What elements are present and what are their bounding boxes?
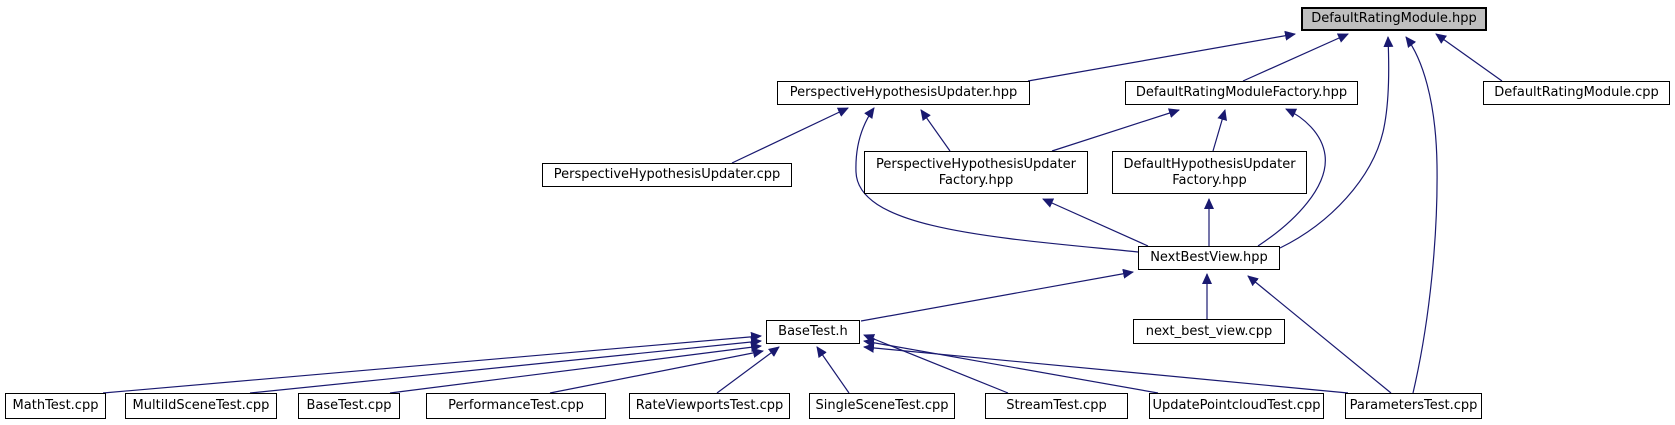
graph-node-UpdatePointcloudTest.cpp[interactable]: UpdatePointcloudTest.cpp: [1149, 393, 1324, 419]
graph-node-label: DefaultHypothesisUpdater: [1123, 156, 1296, 172]
graph-node-label: PerspectiveHypothesisUpdater.hpp: [789, 85, 1018, 100]
edge-PerspectiveHypothesisUpdater.hpp-to-DefaultRatingModule.hpp: [1027, 30, 1296, 82]
edge-SingleSceneTest.cpp-to-BaseTest.h: [816, 346, 850, 394]
edge-ParametersTest.cpp-to-NextBestView.hpp: [1247, 275, 1392, 394]
graph-node-label: NextBestView.hpp: [1150, 250, 1268, 265]
graph-node-label: MultiIdSceneTest.cpp: [132, 398, 270, 413]
graph-node-label: PerspectiveHypothesisUpdater.cpp: [553, 167, 781, 182]
graph-node-DefaultRatingModule.hpp[interactable]: DefaultRatingModule.hpp: [1301, 7, 1487, 31]
graph-node-label: RateViewportsTest.cpp: [635, 398, 784, 413]
edge-ParametersTest.cpp-to-DefaultRatingModule.hpp: [1405, 36, 1438, 394]
graph-node-label: next_best_view.cpp: [1145, 323, 1273, 339]
graph-node-label: Factory.hpp: [1172, 172, 1247, 188]
edge-RateViewportsTest.cpp-to-BaseTest.h: [716, 346, 780, 394]
edge-MultiIdSceneTest.cpp-to-BaseTest.h: [249, 337, 762, 394]
graph-node-label: BaseTest.cpp: [306, 398, 392, 413]
graph-node-label: MathTest.cpp: [12, 398, 99, 413]
edge-NextBestView.hpp-to-DefaultRatingModule.hpp: [1279, 36, 1394, 249]
edge-DefaultRatingModule.cpp-to-DefaultRatingModule.hpp: [1435, 33, 1503, 82]
edge-DefaultHypothesisUpdaterFactory.hpp-to-DefaultRatingModuleFactory.hpp: [1212, 109, 1227, 152]
graph-node-label: Factory.hpp: [938, 172, 1014, 188]
edge-PerspectiveHypothesisUpdaterFactory.hpp-to-DefaultRatingModuleFactory.hpp: [1051, 108, 1180, 152]
graph-node-NextBestView.hpp[interactable]: NextBestView.hpp: [1138, 246, 1280, 270]
graph-node-MathTest.cpp[interactable]: MathTest.cpp: [5, 393, 106, 419]
graph-node-PerspectiveHypothesisUpdater.hpp[interactable]: PerspectiveHypothesisUpdater.hpp: [777, 81, 1030, 105]
edge-PerformanceTest.cpp-to-BaseTest.h: [549, 348, 764, 394]
edge-PerspectiveHypothesisUpdaterFactory.hpp-to-PerspectiveHypothesisUpdater.hpp: [920, 109, 951, 152]
graph-node-label: DefaultRatingModule.hpp: [1311, 11, 1477, 26]
graph-node-next_best_view.cpp[interactable]: next_best_view.cpp: [1133, 319, 1285, 344]
graph-node-SingleSceneTest.cpp[interactable]: SingleSceneTest.cpp: [809, 393, 955, 419]
graph-node-label: PerspectiveHypothesisUpdater: [876, 156, 1076, 172]
graph-node-label: PerformanceTest.cpp: [448, 398, 584, 413]
edge-NextBestView.hpp-to-DefaultRatingModuleFactory.hpp: [1257, 108, 1326, 247]
graph-node-label: StreamTest.cpp: [1006, 398, 1107, 413]
edge-BaseTest.h-to-NextBestView.hpp: [860, 268, 1134, 322]
graph-node-BaseTest.h[interactable]: BaseTest.h: [766, 320, 860, 344]
edge-StreamTest.cpp-to-BaseTest.h: [863, 334, 1009, 394]
graph-node-StreamTest.cpp[interactable]: StreamTest.cpp: [985, 393, 1128, 419]
edge-MathTest.cpp-to-BaseTest.h: [102, 331, 762, 394]
graph-node-RateViewportsTest.cpp[interactable]: RateViewportsTest.cpp: [629, 393, 790, 419]
edge-UpdatePointcloudTest.cpp-to-BaseTest.h: [863, 337, 1159, 394]
edge-PerspectiveHypothesisUpdater.cpp-to-PerspectiveHypothesisUpdater.hpp: [731, 107, 849, 164]
graph-node-label: SingleSceneTest.cpp: [815, 398, 949, 413]
edge-BaseTest.cpp-to-BaseTest.h: [389, 342, 762, 394]
graph-node-DefaultRatingModuleFactory.hpp[interactable]: DefaultRatingModuleFactory.hpp: [1125, 81, 1358, 105]
graph-node-BaseTest.cpp[interactable]: BaseTest.cpp: [298, 393, 400, 419]
edge-NextBestView.hpp-to-PerspectiveHypothesisUpdater.hpp: [855, 107, 1139, 253]
graph-node-ParametersTest.cpp[interactable]: ParametersTest.cpp: [1345, 393, 1482, 419]
graph-node-label: BaseTest.h: [778, 324, 848, 339]
graph-node-label: DefaultRatingModuleFactory.hpp: [1135, 85, 1348, 100]
graph-node-PerformanceTest.cpp[interactable]: PerformanceTest.cpp: [426, 393, 606, 419]
edge-ParametersTest.cpp-to-BaseTest.h: [863, 342, 1349, 394]
graph-node-label: ParametersTest.cpp: [1349, 398, 1478, 413]
graph-node-label: UpdatePointcloudTest.cpp: [1152, 398, 1321, 413]
edge-DefaultRatingModuleFactory.hpp-to-DefaultRatingModule.hpp: [1242, 33, 1349, 82]
graph-node-MultiIdSceneTest.cpp[interactable]: MultiIdSceneTest.cpp: [125, 393, 277, 419]
graph-node-DefaultRatingModule.cpp[interactable]: DefaultRatingModule.cpp: [1483, 81, 1670, 105]
edge-NextBestView.hpp-to-PerspectiveHypothesisUpdaterFactory.hpp: [1042, 198, 1149, 247]
graph-node-PerspectiveHypothesisUpdater.cpp[interactable]: PerspectiveHypothesisUpdater.cpp: [542, 163, 792, 187]
graph-node-label: DefaultRatingModule.cpp: [1494, 85, 1659, 100]
